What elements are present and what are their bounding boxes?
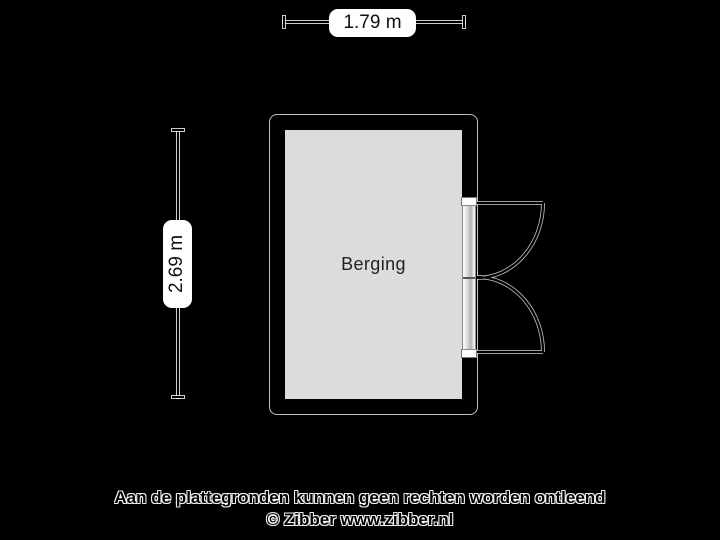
door-swing-ink — [476, 201, 545, 354]
height-dimension-value: 2.69 m — [166, 234, 188, 294]
room-label: Berging — [341, 254, 406, 274]
height-dimension-tick-top — [172, 129, 184, 131]
door-swing-arcs — [476, 201, 545, 354]
width-dimension-tick-left — [283, 16, 285, 28]
width-dimension-label: 1.79 m — [329, 9, 416, 37]
width-dimension-tick-right — [463, 16, 465, 28]
footer: Aan de plattegronden kunnen geen rechten… — [0, 487, 720, 531]
width-dimension-value: 1.79 m — [343, 12, 402, 33]
door-panel — [462, 205, 476, 350]
height-dimension-tick-bottom — [172, 396, 184, 398]
height-dimension-label: 2.69 m — [163, 220, 192, 308]
door-leaf-divider — [463, 276, 475, 279]
footer-copyright: © Zibber www.zibber.nl — [266, 510, 454, 529]
door-leaf-bottom-arc — [476, 275, 545, 353]
footer-disclaimer: Aan de plattegronden kunnen geen rechten… — [114, 488, 606, 507]
room-floor: Berging — [285, 130, 462, 399]
door-leaf-top-arc — [476, 202, 545, 280]
